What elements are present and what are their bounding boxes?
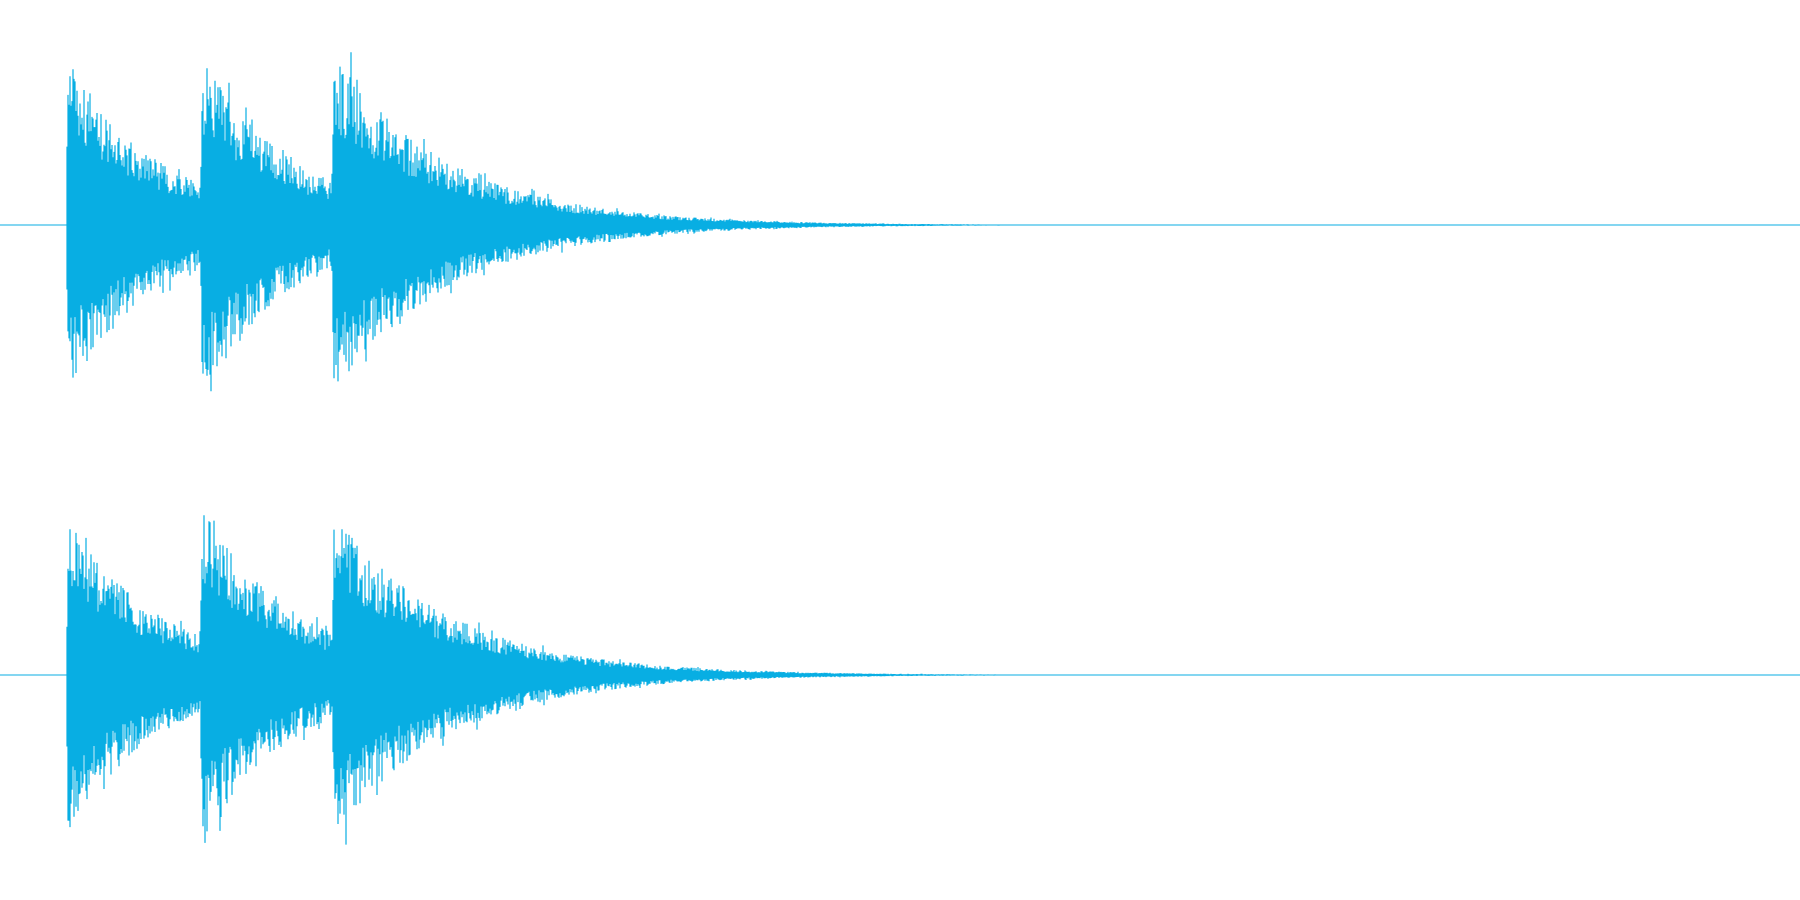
channel-1-waveform xyxy=(0,52,1800,392)
channel-2-waveform xyxy=(0,515,1800,845)
channel-1-samples xyxy=(66,52,1003,392)
channel-2-samples xyxy=(66,515,997,845)
